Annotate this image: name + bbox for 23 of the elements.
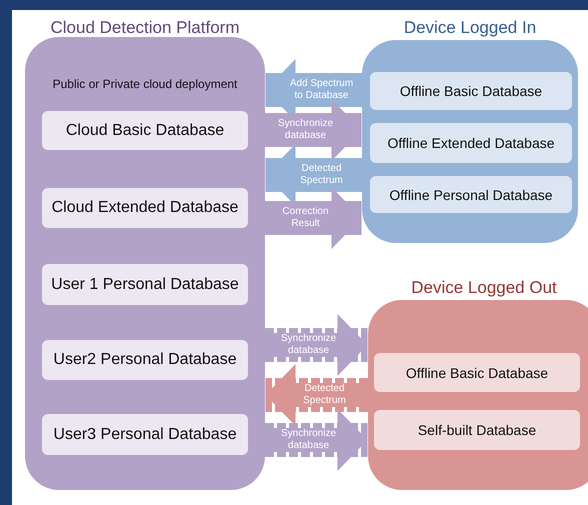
edge-label: Synchronize database [276,118,334,142]
panel-title: Device Logged Out [410,278,558,298]
block-arrow [265,409,368,471]
database-box: Self-built Database [374,410,580,450]
block-arrow [265,99,362,161]
block-arrow [265,314,368,376]
edge-label: Detected Spectrum [299,163,344,187]
database-box: Cloud Extended Database [42,188,248,228]
database-box: Offline Basic Database [374,353,580,392]
panel-subtitle: Public or Private cloud deployment [52,77,238,91]
database-box: Offline Personal Database [370,176,572,213]
database-box: Cloud Basic Database [42,111,248,150]
panel-title: Cloud Detection Platform [50,18,240,38]
block-arrow [265,187,362,249]
edge-label: Add Spectrum to Database [288,78,354,102]
edge-label: Correction Result [281,206,330,230]
database-box: User2 Personal Database [42,340,248,380]
block-arrow [266,364,368,426]
database-box: Offline Basic Database [370,72,572,110]
database-box: User3 Personal Database [42,414,248,455]
database-box: Offline Extended Database [370,123,572,163]
database-box: User 1 Personal Database [42,264,248,305]
panel-title: Device Logged In [402,18,538,38]
